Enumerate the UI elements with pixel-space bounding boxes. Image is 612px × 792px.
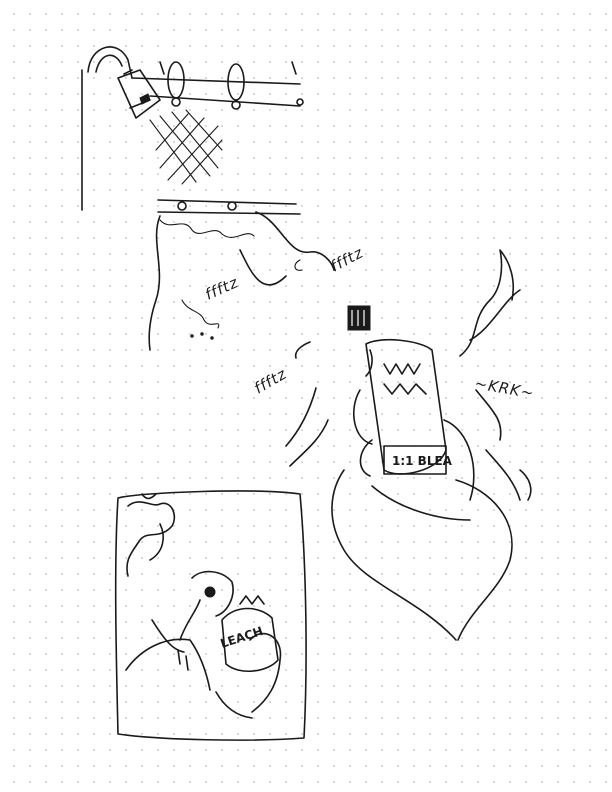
shower-scene: ffftz ffftz ffftz [81,46,367,398]
teeth-icon [383,363,421,375]
crushing-hand-scene: 1:1 BLEA ~KRK~ [285,249,536,641]
curtain-ring-icon [159,61,304,110]
hand-outline [331,469,457,641]
small-bottle [221,607,279,672]
small-hand [249,632,282,713]
water-spray [149,109,223,185]
curtain-rod [131,77,301,85]
bottle-label [383,445,447,475]
curtain-fold [148,215,161,351]
body [125,638,211,691]
small-bottle-label: LEACH [219,624,265,651]
spray-sound-3: ffftz [251,365,290,398]
eye-icon [204,586,216,598]
shower-pipe [87,46,133,79]
crack-line [459,249,515,357]
tub-rim [157,199,297,205]
spray-sound-2: ffftz [327,243,366,275]
foam-squiggle [159,219,255,238]
inset-panel: LEACH [114,490,307,741]
inset-frame [114,490,307,741]
bottle-cap-icon [347,305,371,331]
shower-head-icon [117,69,161,119]
hair [126,501,176,577]
spray-sound-1: ffftz [202,273,241,304]
face [191,570,234,617]
bottle-label-text: 1:1 BLEA [392,454,453,468]
